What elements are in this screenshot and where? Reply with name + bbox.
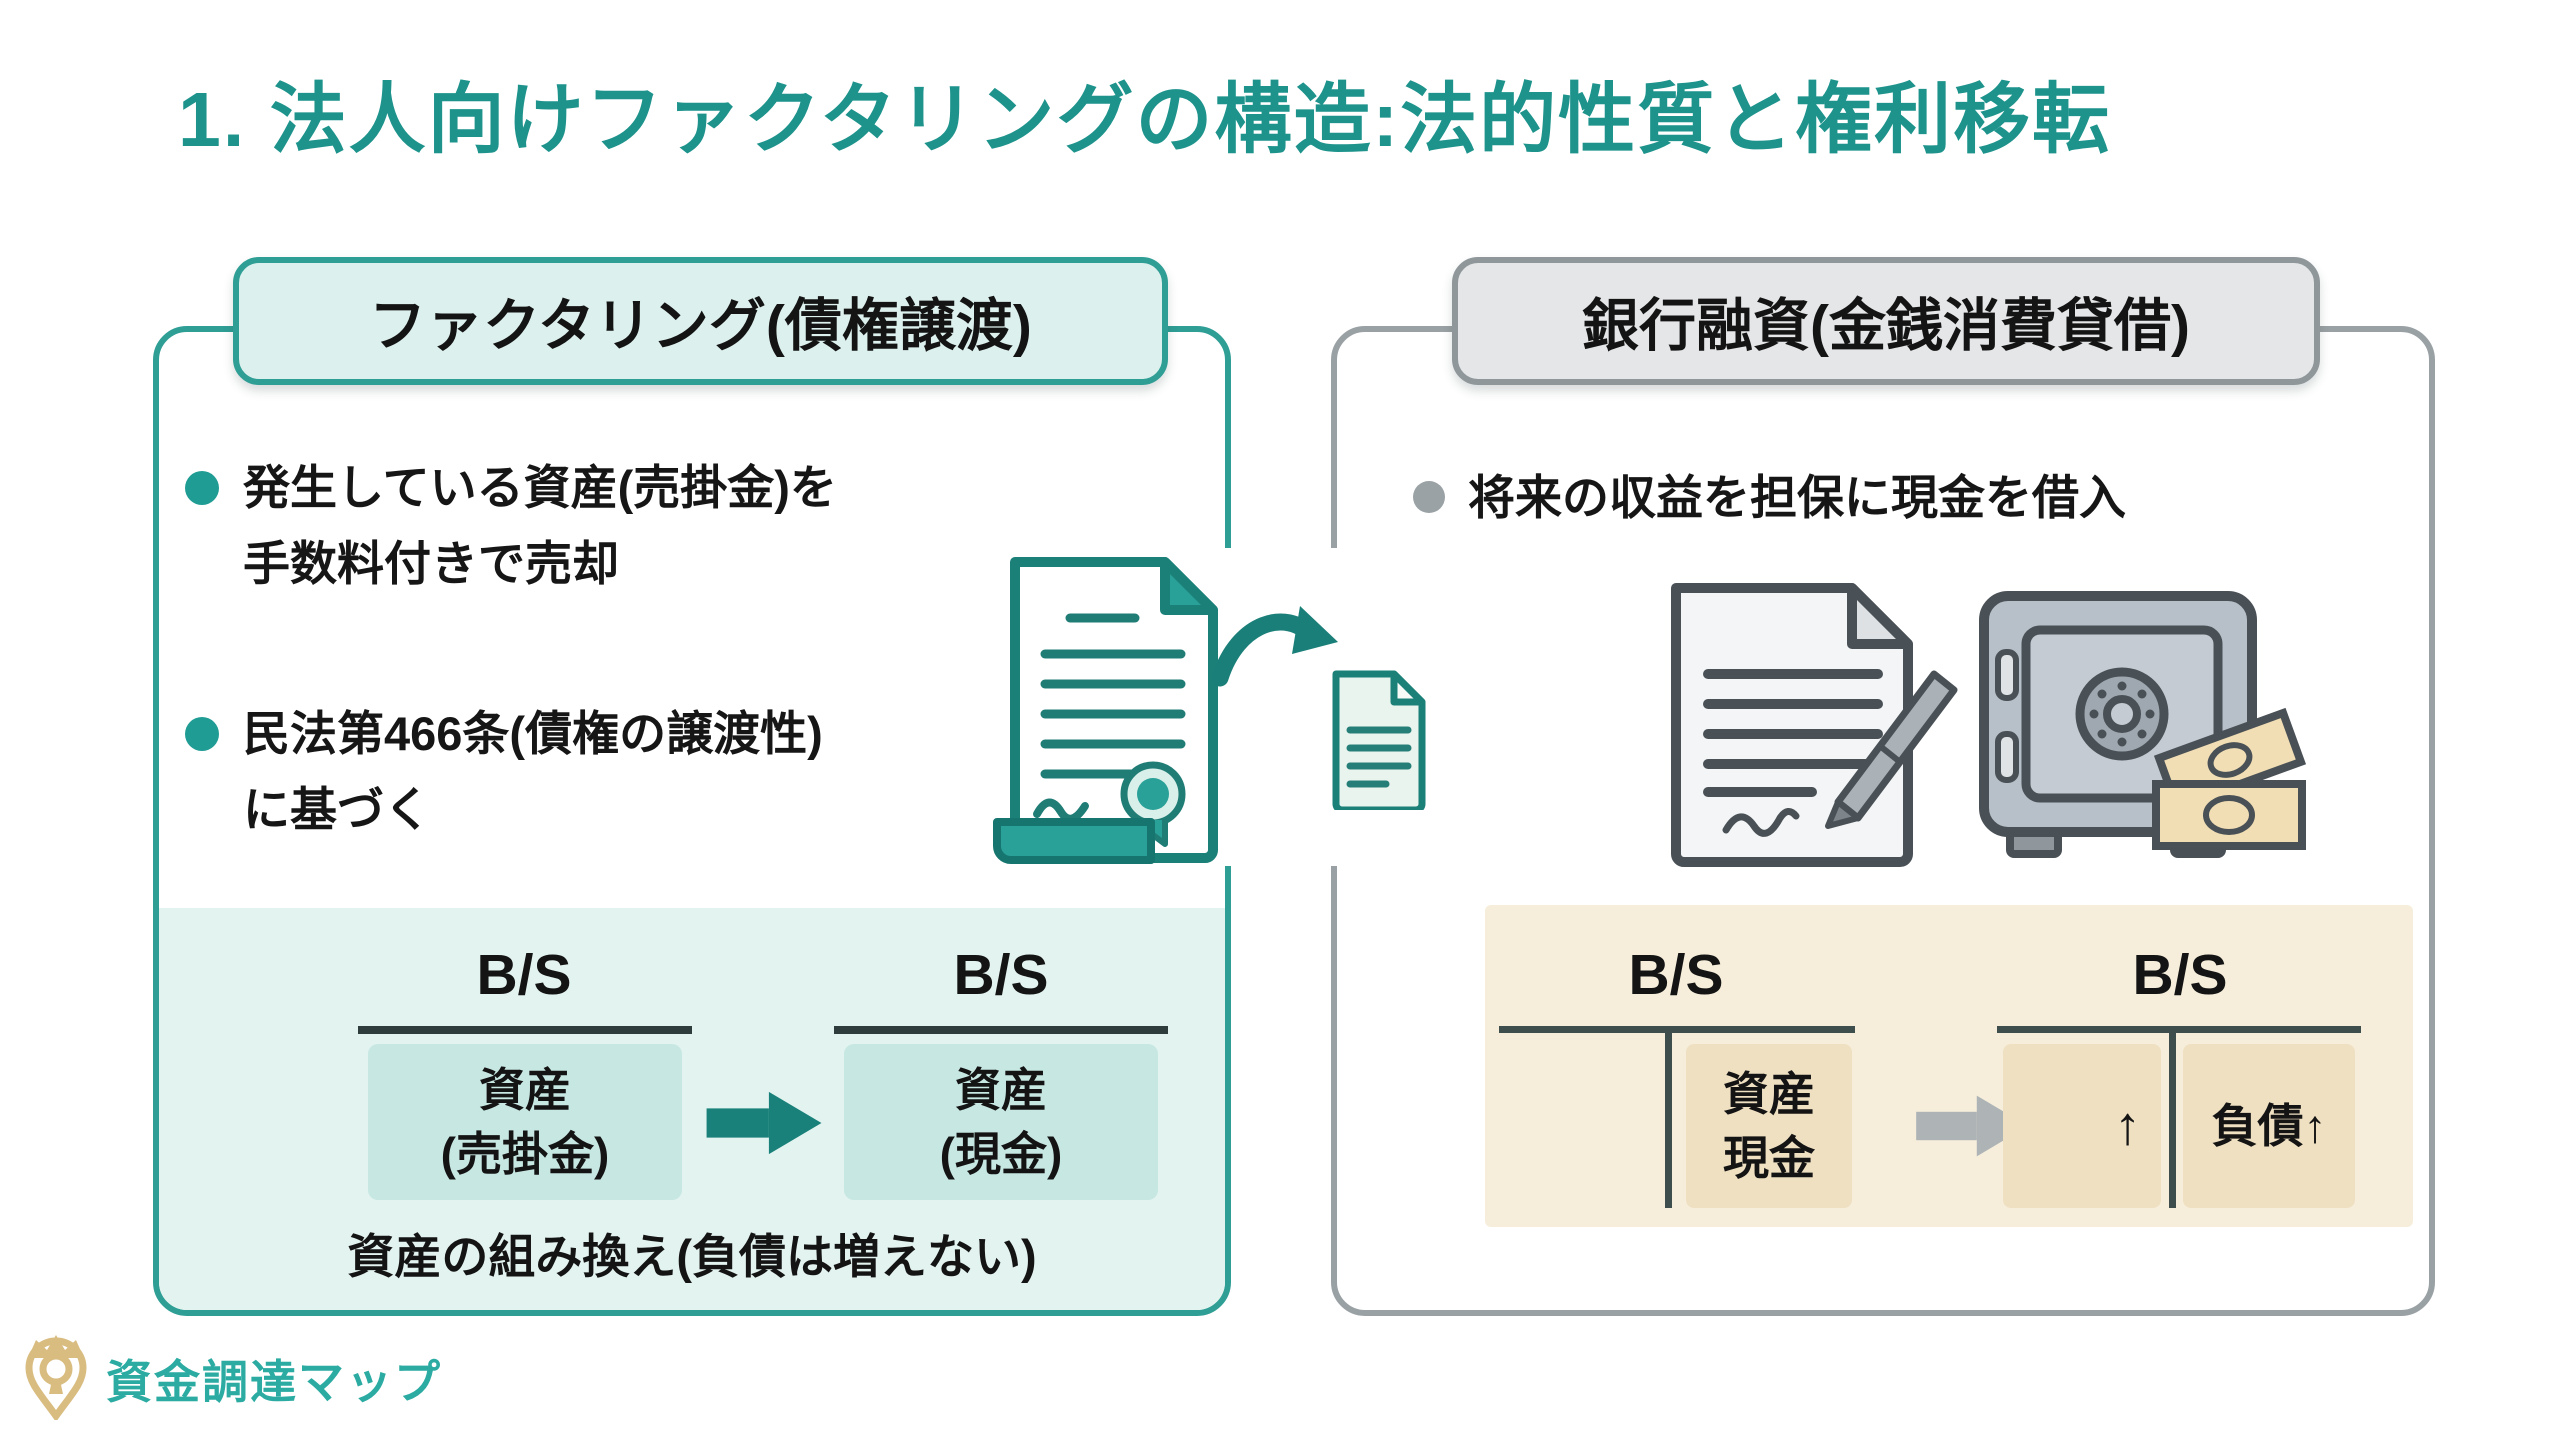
logo-text: 資金調達マップ [106,1356,442,1408]
small-document-icon [1332,670,1426,810]
safe-money-icon [1979,591,2307,858]
bullet-dot [1413,481,1445,513]
right-arrow-icon [1916,1095,2028,1157]
bullet-dot [185,471,219,505]
bullet-dot [185,717,219,751]
bs-liability-up-cell: 負債↑ [2183,1044,2355,1208]
bs-divider [1665,1026,1672,1208]
bs-underline [834,1026,1168,1034]
bs-underline [1997,1026,2361,1033]
certificate-document-icon [993,557,1218,864]
right-arrow-icon [706,1091,822,1155]
bs-underline [1499,1026,1855,1033]
bs-divider [2169,1026,2176,1208]
bs-asset-receivable-box: 資産 (売掛金) [368,1044,682,1200]
bs-asset-cash-box: 資産 (現金) [844,1044,1158,1200]
bs-label: B/S [953,943,1049,1007]
bs-label: B/S [1628,943,1724,1007]
bs-asset-cash-box: 資産 現金 [1686,1044,1852,1208]
factoring-caption: 資産の組み換え(負債は増えない) [347,1230,1037,1283]
contract-pen-icon [1671,583,1958,867]
bs-underline [358,1026,692,1034]
factoring-header: ファクタリング(債権譲渡) [233,257,1168,385]
factoring-bullet-1: 発生している資産(売掛金)を 手数料付きで売却 [243,461,837,590]
bs-label: B/S [476,943,572,1007]
crown-map-pin-logo-icon [25,1335,87,1420]
bs-asset-up-cell: ↑ [2003,1044,2161,1208]
transfer-arrow-icon [1212,606,1338,687]
factoring-bullet-2: 民法第466条(債権の譲渡性) に基づく [243,707,823,836]
bs-label: B/S [2132,943,2228,1007]
page-title: 1. 法人向けファクタリングの構造:法的性質と権利移転 [178,77,2112,163]
bank-bullet-1: 将来の収益を担保に現金を借入 [1468,471,2126,524]
bank-header: 銀行融資(金銭消費貸借) [1452,257,2320,385]
